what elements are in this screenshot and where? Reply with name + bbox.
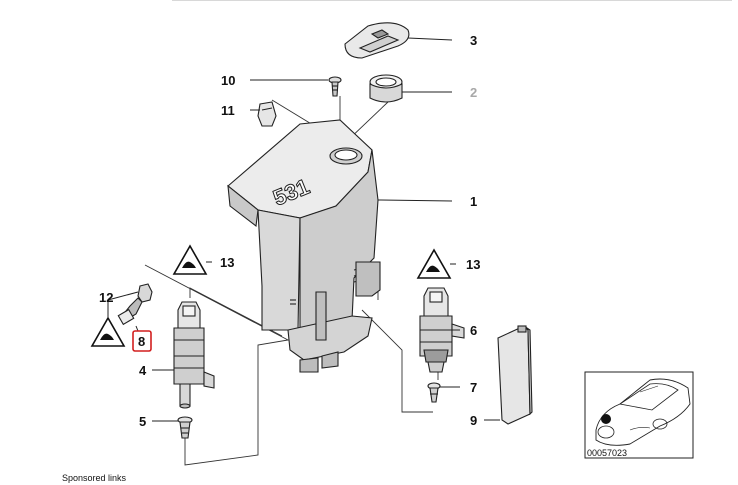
washer-reservoir[interactable]: 531: [227, 119, 381, 373]
callout-9[interactable]: 9: [470, 413, 477, 428]
torque-warning-triangle-12: [90, 316, 126, 347]
reservoir-cap[interactable]: [344, 22, 410, 59]
callout-3[interactable]: 3: [470, 33, 477, 48]
mounting-screw-10[interactable]: [328, 76, 342, 97]
callout-13-left[interactable]: 13: [220, 255, 234, 270]
callout-13-right[interactable]: 13: [466, 257, 480, 272]
washer-pump-4[interactable]: [173, 301, 215, 409]
leader-lines: [107, 37, 500, 422]
callout-12[interactable]: 12: [99, 290, 113, 305]
callout-8-highlight-box: [132, 330, 152, 352]
callout-11[interactable]: 11: [221, 103, 235, 118]
thumbnail-reference-number: 00057023: [587, 448, 628, 458]
torque-warning-triangle-13-left: [172, 244, 208, 275]
cover-plate-9[interactable]: [497, 325, 533, 425]
torque-warning-triangle-13-right: [416, 248, 452, 279]
filler-ring[interactable]: [369, 74, 403, 103]
grommet-7[interactable]: [427, 382, 441, 403]
callout-10[interactable]: 10: [221, 73, 235, 88]
level-sensor-8[interactable]: [117, 283, 153, 326]
sponsored-links-label: Sponsored links: [62, 473, 127, 483]
clip-nut-11[interactable]: [257, 101, 277, 127]
callout-4[interactable]: 4: [139, 363, 147, 378]
callout-1[interactable]: 1: [470, 194, 477, 209]
callout-2[interactable]: 2: [470, 85, 477, 100]
grommet-5[interactable]: [177, 416, 193, 439]
callout-8[interactable]: 8: [138, 334, 145, 349]
vehicle-location-thumbnail[interactable]: [584, 371, 694, 459]
component-location-marker: [601, 414, 611, 424]
top-divider: [172, 0, 732, 1]
washer-pump-6[interactable]: [419, 287, 465, 373]
callout-5[interactable]: 5: [139, 414, 146, 429]
callout-6[interactable]: 6: [470, 323, 477, 338]
callout-7[interactable]: 7: [470, 380, 477, 395]
